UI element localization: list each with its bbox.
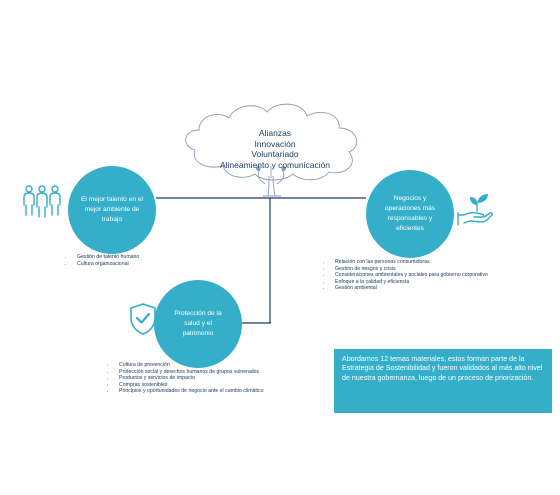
list-item: Principios y oportunidades de negocio an…: [116, 388, 263, 395]
list-item: Compras sostenibles: [116, 382, 263, 389]
tree-icon: [185, 103, 358, 197]
tree-line-innovation: Innovación: [254, 138, 296, 149]
tree-text: Alianzas Innovación Voluntariado Alineam…: [200, 128, 350, 170]
summary-text: Abordamos 12 temas materiales, estos for…: [342, 355, 543, 382]
list-item: Gestión de talento humano: [74, 254, 139, 261]
list-item: Consideraciones ambientales y sociales p…: [332, 272, 488, 279]
people-group-icon: [23, 185, 61, 218]
protection-title: Protección de la salud y el patrimonio: [174, 310, 222, 337]
list-item: Productos y servicios de impacto: [116, 375, 263, 382]
tree-line-alignment: Alineamiento y comunicación: [219, 159, 331, 170]
talent-circle: El mejor talento en el mejor ambiente de…: [68, 166, 156, 254]
list-item: Relación con las personas consumidoras: [332, 259, 488, 266]
list-item: Gestión de riesgos y crisis: [332, 266, 488, 273]
tree-line-alliances: Alianzas: [258, 128, 292, 138]
operations-title: Negocios y operaciones más responsables …: [384, 195, 436, 232]
list-item: Cultura de prevención: [116, 362, 263, 369]
protection-list: Cultura de prevención Protección social …: [106, 362, 263, 395]
list-item: Cultura organizacional: [74, 261, 139, 268]
talent-title: El mejor talento en el mejor ambiente de…: [81, 196, 143, 223]
hand-plant-icon: [457, 194, 493, 226]
operations-circle: Negocios y operaciones más responsables …: [366, 170, 454, 258]
talent-list: Gestión de talento humano Cultura organi…: [64, 254, 139, 267]
list-item: Protección social y derechos humanos de …: [116, 369, 263, 376]
list-item: Gestión ambiental: [332, 285, 488, 292]
tree-line-volunteering: Voluntariado: [251, 149, 299, 159]
list-item: Enfoque a la calidad y eficiencia: [332, 279, 488, 286]
summary-box: Abordamos 12 temas materiales, estos for…: [334, 349, 552, 413]
protection-circle: Protección de la salud y el patrimonio: [154, 280, 242, 368]
operations-list: Relación con las personas consumidoras G…: [322, 259, 488, 292]
